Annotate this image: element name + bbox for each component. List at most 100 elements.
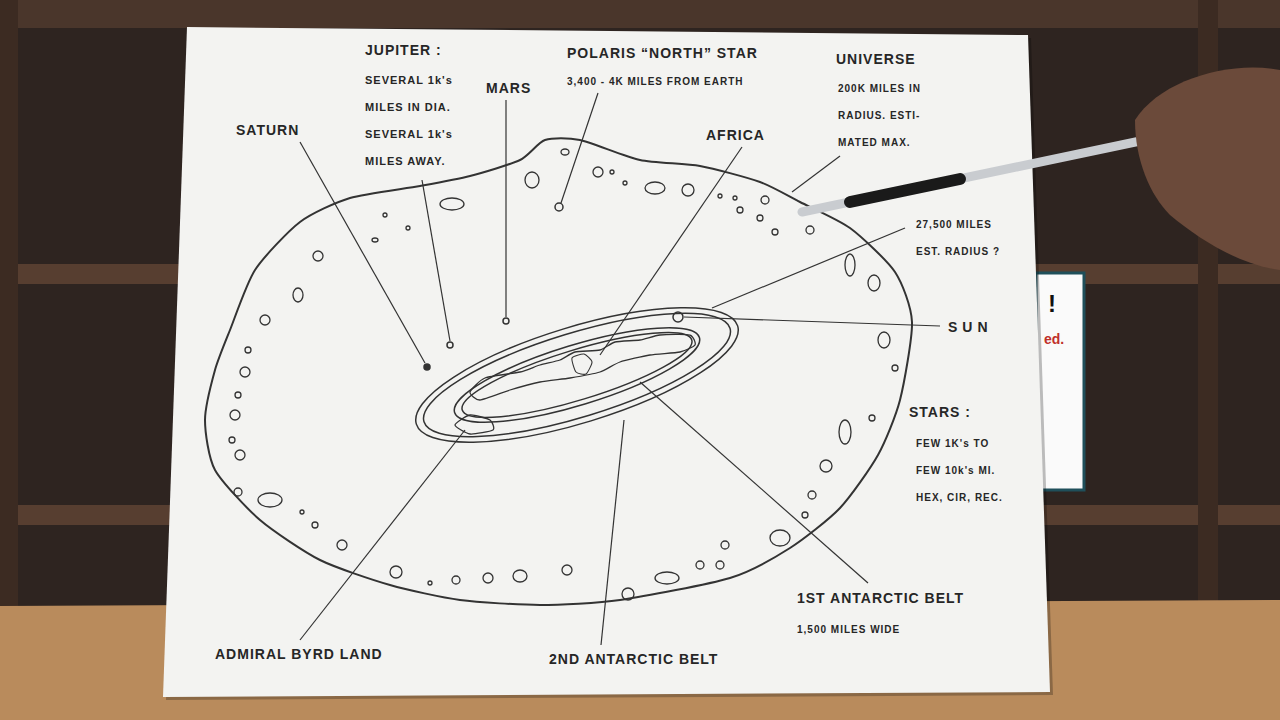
callout-label: FEW 1K's TO FEW 10k's MI. HEX, CIR, REC. bbox=[916, 430, 1011, 511]
star bbox=[390, 566, 402, 578]
star bbox=[525, 172, 539, 188]
star bbox=[737, 207, 743, 213]
star bbox=[802, 512, 808, 518]
star bbox=[696, 561, 704, 569]
star bbox=[839, 420, 851, 444]
leader-line bbox=[600, 147, 742, 355]
star bbox=[845, 254, 855, 276]
callout-label: SUN bbox=[948, 319, 993, 335]
star bbox=[878, 332, 890, 348]
belt-ring bbox=[455, 316, 699, 434]
belt-ring bbox=[402, 280, 751, 470]
leader-line bbox=[684, 317, 940, 326]
star bbox=[806, 226, 814, 234]
star bbox=[406, 226, 410, 230]
star bbox=[761, 196, 769, 204]
star bbox=[258, 493, 282, 507]
leader-line bbox=[640, 382, 868, 583]
callout-label: 27,500 MILES EST. RADIUS ? bbox=[916, 211, 1011, 265]
star bbox=[372, 238, 378, 242]
star bbox=[623, 181, 627, 185]
star bbox=[733, 196, 737, 200]
star bbox=[645, 182, 665, 194]
callout-label: AFRICA bbox=[706, 127, 765, 143]
callout-label: 3,400 - 4K MILES FROM EARTH bbox=[567, 76, 743, 88]
star bbox=[820, 460, 832, 472]
star bbox=[313, 251, 323, 261]
callout-label: STARS : bbox=[909, 404, 971, 420]
leader-line bbox=[422, 180, 450, 341]
star bbox=[718, 194, 722, 198]
callout-label: POLARIS “NORTH” STAR bbox=[567, 45, 758, 61]
shelf-board bbox=[0, 0, 1280, 28]
callout-label: 200K MILES IN RADIUS. ESTI- MATED MAX. bbox=[838, 75, 943, 156]
polaris-dot bbox=[555, 203, 563, 211]
callout-label: SEVERAL 1k's MILES IN DIA. SEVERAL 1k's … bbox=[365, 67, 465, 175]
star bbox=[312, 522, 318, 528]
star bbox=[593, 167, 603, 177]
byrd-land-shape bbox=[455, 415, 494, 434]
star bbox=[757, 215, 763, 221]
paper bbox=[163, 27, 1050, 697]
hand bbox=[1135, 67, 1280, 270]
star bbox=[561, 149, 569, 155]
star bbox=[682, 184, 694, 196]
jupiter-dot bbox=[447, 342, 453, 348]
star bbox=[337, 540, 347, 550]
star bbox=[240, 367, 250, 377]
belt-ring bbox=[446, 309, 708, 441]
star bbox=[808, 491, 816, 499]
callout-label: ADMIRAL BYRD LAND bbox=[215, 646, 383, 662]
star bbox=[562, 565, 572, 575]
star bbox=[235, 392, 241, 398]
callout-label: ! bbox=[1048, 290, 1056, 318]
saturn-dot bbox=[424, 364, 430, 370]
star bbox=[770, 530, 790, 546]
star bbox=[772, 229, 778, 235]
callout-label: JUPITER : bbox=[365, 42, 442, 58]
star bbox=[452, 576, 460, 584]
leader-line bbox=[561, 93, 598, 203]
continents bbox=[470, 334, 695, 400]
leader-line bbox=[300, 142, 425, 363]
leader-line bbox=[792, 156, 840, 192]
star bbox=[293, 288, 303, 302]
star bbox=[383, 213, 387, 217]
leader-line bbox=[712, 228, 905, 308]
callout-label: UNIVERSE bbox=[836, 51, 916, 67]
callout-label: ed. bbox=[1044, 331, 1064, 347]
leader-line bbox=[300, 430, 465, 640]
star bbox=[483, 573, 493, 583]
star bbox=[230, 410, 240, 420]
pen-grip bbox=[850, 179, 960, 202]
star bbox=[428, 581, 432, 585]
star bbox=[655, 572, 679, 584]
star bbox=[245, 347, 251, 353]
callout-label: SATURN bbox=[236, 122, 299, 138]
mars-dot bbox=[503, 318, 509, 324]
sun bbox=[673, 312, 683, 322]
star bbox=[622, 588, 634, 600]
earth-belts bbox=[402, 280, 751, 470]
star bbox=[721, 541, 729, 549]
callout-label: 1,500 MILES WIDE bbox=[797, 624, 900, 636]
leader-line bbox=[505, 100, 506, 317]
star bbox=[716, 561, 724, 569]
star bbox=[229, 437, 235, 443]
star bbox=[300, 510, 304, 514]
star bbox=[260, 315, 270, 325]
belt-ring bbox=[412, 288, 743, 462]
star bbox=[234, 488, 242, 496]
leader-line bbox=[601, 420, 624, 645]
callout-label: 2ND ANTARCTIC BELT bbox=[549, 651, 718, 667]
africa-shape bbox=[572, 354, 592, 374]
callout-label: MARS bbox=[486, 80, 531, 96]
star bbox=[868, 275, 880, 291]
star bbox=[869, 415, 875, 421]
star bbox=[610, 170, 614, 174]
star bbox=[440, 198, 464, 210]
